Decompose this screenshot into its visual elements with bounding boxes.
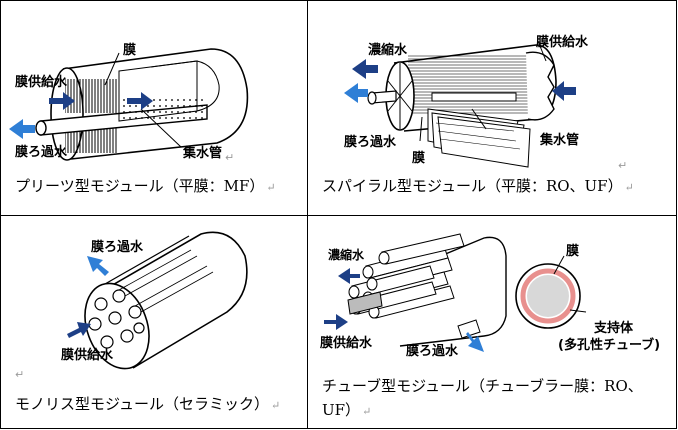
spiral-label-concentrate: 濃縮水 bbox=[368, 43, 408, 58]
table-border-top bbox=[0, 0, 677, 1]
feed-arrow-icon bbox=[49, 92, 75, 110]
table-divider-horizontal bbox=[0, 215, 677, 216]
spiral-label-filtrate: 膜ろ過水 bbox=[344, 135, 397, 150]
tube-label-concentrate: 濃縮水 bbox=[328, 248, 365, 262]
monolith-return-mark: ↵ bbox=[15, 368, 25, 381]
tube-label-feed: 膜供給水 bbox=[320, 336, 373, 351]
tube-module-figure bbox=[324, 233, 587, 352]
tube-label-support: 支持体 (多孔性チューブ) bbox=[558, 320, 660, 354]
concentrate-arrow-icon bbox=[338, 268, 360, 284]
filtrate-arrow-icon bbox=[466, 332, 484, 352]
pleats-label-membrane: 膜 bbox=[123, 43, 137, 58]
concentrate-arrow-icon bbox=[352, 59, 378, 79]
filtrate-arrow-icon bbox=[87, 256, 109, 276]
tube-label-filtrate: 膜ろ過水 bbox=[406, 344, 459, 359]
table-border-bottom bbox=[0, 428, 677, 429]
tube-label-membrane: 膜 bbox=[566, 244, 580, 259]
cell-tube: 濃縮水 膜供給水 膜ろ過水 膜 支持体 (多孔性チューブ) チューブ型モジュール… bbox=[308, 216, 676, 428]
pleats-caption-return: ↵ bbox=[266, 181, 276, 194]
spiral-caption-return: ↵ bbox=[624, 181, 634, 194]
tube-caption-line1: チューブ型モジュール（チューブラー膜：RO、 bbox=[322, 377, 643, 395]
filtrate-arrow-icon bbox=[9, 119, 35, 139]
feed-arrow-icon bbox=[552, 81, 576, 101]
cell-monolith: 膜ろ過水 膜供給水 ↵ モノリス型モジュール（セラミック）↵ bbox=[1, 216, 307, 428]
table-border-right bbox=[676, 0, 677, 429]
spiral-caption: スパイラル型モジュール（平膜：RO、UF）↵ bbox=[322, 174, 634, 200]
monolith-caption-return: ↵ bbox=[270, 399, 281, 412]
spiral-label-collector: 集水管 bbox=[540, 133, 580, 148]
pleats-return-mark: ↵ bbox=[225, 151, 235, 164]
spiral-caption-text: スパイラル型モジュール（平膜：RO、UF） bbox=[322, 177, 623, 195]
feed-inner-arrow-icon bbox=[127, 92, 153, 110]
spiral-module-figure bbox=[344, 40, 576, 168]
tube-label-support-line2: (多孔性チューブ) bbox=[558, 338, 661, 353]
monolith-caption-text: モノリス型モジュール（セラミック） bbox=[15, 395, 269, 413]
pleats-label-collector: 集水管 bbox=[183, 146, 223, 161]
pleats-label-feed: 膜供給水 bbox=[15, 75, 68, 90]
table-border-left bbox=[0, 0, 1, 429]
pleats-label-filtrate: 膜ろ過水 bbox=[15, 145, 68, 160]
monolith-label-feed: 膜供給水 bbox=[61, 348, 114, 363]
spiral-return-mark: ↵ bbox=[618, 159, 628, 172]
monolith-module-figure bbox=[67, 231, 248, 370]
feed-arrow-icon bbox=[324, 314, 348, 330]
cell-pleats: 膜 膜供給水 膜ろ過水 集水管 ↵ プリーツ型モジュール（平膜：MF）↵ bbox=[1, 1, 307, 215]
tube-caption-line2: UF） bbox=[322, 401, 361, 419]
table-divider-vertical bbox=[307, 0, 308, 429]
monolith-label-filtrate: 膜ろ過水 bbox=[91, 240, 144, 255]
cell-spiral: 濃縮水 膜供給水 膜ろ過水 集水管 膜 ↵ スパイラル型モジュール（平膜：RO、… bbox=[308, 1, 676, 215]
tube-label-support-line1: 支持体 bbox=[594, 321, 634, 336]
monolith-caption: モノリス型モジュール（セラミック）↵ bbox=[15, 392, 280, 418]
spiral-label-feed: 膜供給水 bbox=[536, 35, 589, 50]
pleats-caption-text: プリーツ型モジュール（平膜：MF） bbox=[15, 177, 265, 195]
feed-arrow-icon bbox=[67, 322, 91, 338]
tube-caption: チューブ型モジュール（チューブラー膜：RO、 UF）↵ bbox=[322, 374, 643, 424]
pleats-module-figure bbox=[9, 48, 249, 161]
spiral-label-membrane: 膜 bbox=[412, 151, 426, 166]
tube-caption-return: ↵ bbox=[362, 405, 372, 418]
filtrate-arrow-icon bbox=[344, 83, 368, 103]
pleats-caption: プリーツ型モジュール（平膜：MF）↵ bbox=[15, 174, 276, 200]
tube-cross-section-icon bbox=[515, 263, 581, 329]
